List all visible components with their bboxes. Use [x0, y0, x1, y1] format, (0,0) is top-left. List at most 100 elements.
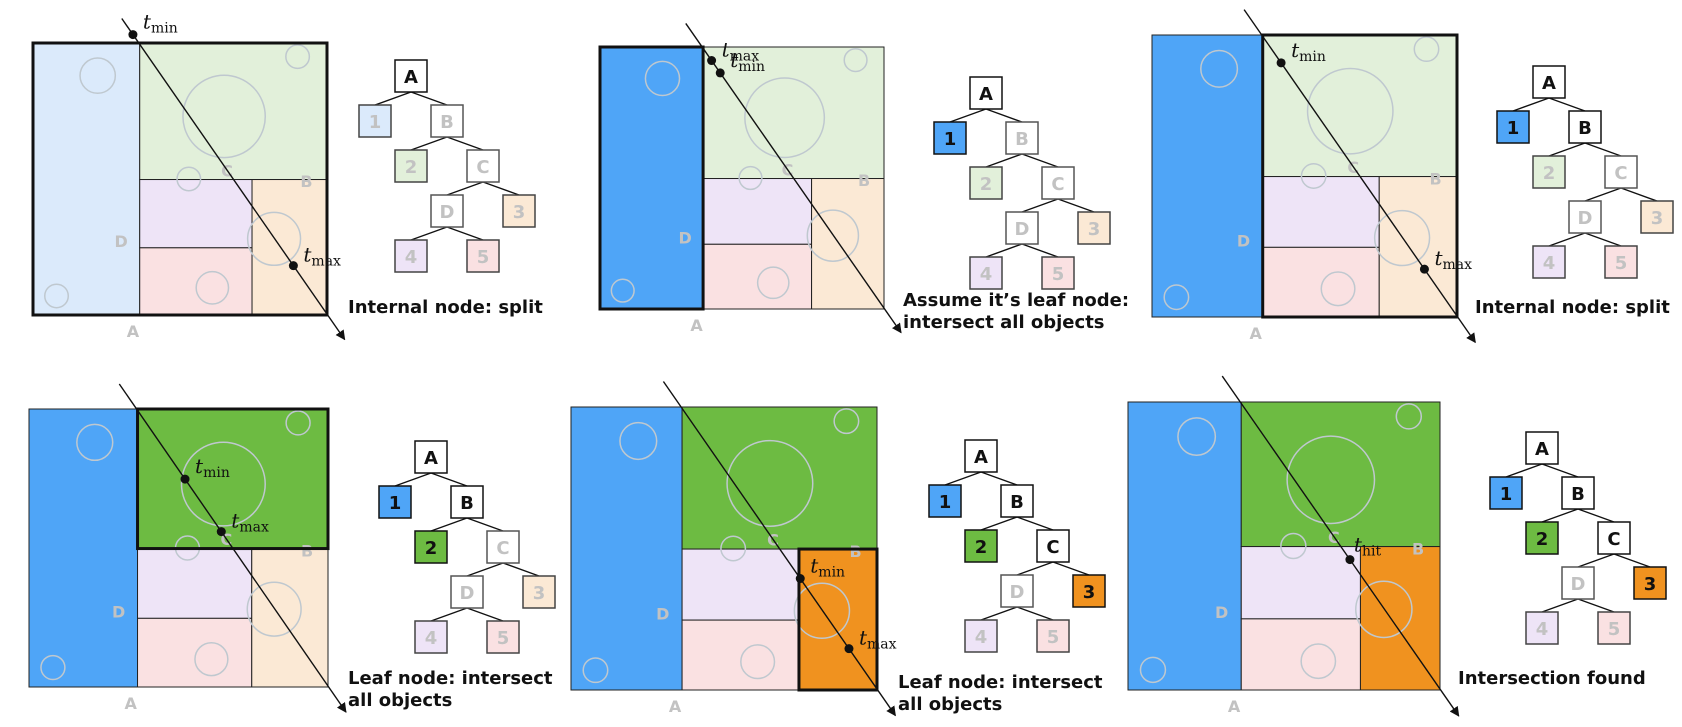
- tree-edge: [980, 606, 1018, 621]
- tree-edge: [944, 471, 982, 486]
- tree-node-label: D: [440, 202, 455, 223]
- tree-edge: [1541, 463, 1579, 478]
- active-node-border: [797, 547, 879, 692]
- tree-edge: [466, 517, 504, 532]
- object-circle: [40, 654, 66, 681]
- tree-node-label: 5: [1615, 253, 1628, 274]
- split-label-a: A: [669, 697, 682, 716]
- object-circle: [1395, 403, 1423, 430]
- region-5: [137, 617, 253, 688]
- panel-caption: Internal node: split: [1475, 297, 1670, 318]
- tree-edge: [1584, 142, 1622, 157]
- tree-edge: [1548, 142, 1586, 157]
- t-min-point: [128, 30, 138, 40]
- t-max-label: tmax: [859, 626, 897, 653]
- tree-node-label: 3: [1644, 574, 1657, 595]
- t-max-point: [844, 644, 854, 654]
- tree-edge: [985, 243, 1023, 258]
- split-label-d: D: [1237, 232, 1250, 251]
- split-label-b: B: [849, 542, 861, 561]
- tree-edge: [394, 472, 432, 487]
- tree-node-label: 5: [497, 628, 510, 649]
- panel-1: DCBAtmintmax12345ABCDInternal node: spli…: [31, 10, 543, 341]
- object-circle: [1355, 580, 1413, 639]
- split-label-d: D: [112, 603, 125, 622]
- tree-node-label: 3: [1651, 208, 1664, 229]
- active-node-border: [598, 45, 705, 311]
- tree-node-label: 2: [1543, 163, 1556, 184]
- t-hit-point: [1345, 555, 1355, 565]
- split-label-d: D: [656, 604, 669, 623]
- object-circle: [180, 441, 266, 527]
- tree-node-label: 4: [980, 264, 993, 285]
- split-label-d: D: [115, 232, 128, 251]
- t-hit-label: thit: [1354, 533, 1382, 560]
- t-min-label: tmin: [1291, 38, 1326, 65]
- object-circle: [843, 47, 868, 73]
- object-circle: [246, 211, 302, 267]
- tree-edge: [1021, 153, 1059, 168]
- tree-node-label: 1: [369, 112, 382, 133]
- tree-node-label: C: [1046, 537, 1059, 558]
- tree-node-b: [1561, 476, 1595, 510]
- region-4: [1240, 546, 1361, 620]
- tree-node-label: 2: [980, 174, 993, 195]
- region-3: [251, 548, 329, 688]
- tree-node-label: B: [1010, 492, 1024, 513]
- tree-edge: [430, 472, 468, 487]
- panel-caption: Assume it’s leaf node:: [903, 290, 1129, 311]
- t-max-point: [707, 56, 717, 66]
- tree-node-label: 1: [939, 492, 952, 513]
- tree-node-c: [1041, 166, 1075, 200]
- tree-edge: [1016, 516, 1054, 531]
- t-max-label: tmax: [231, 509, 269, 536]
- object-circle: [833, 408, 860, 435]
- active-node-border: [31, 41, 329, 317]
- tree-edge: [1016, 606, 1054, 621]
- tree-edge: [502, 562, 540, 577]
- tree-node-label: 1: [944, 129, 957, 150]
- panel-caption: intersect all objects: [903, 312, 1105, 333]
- tree-node-3: [522, 575, 556, 609]
- tree-node-label: A: [1542, 73, 1556, 94]
- region-4: [139, 179, 253, 249]
- tree-node-c: [486, 530, 520, 564]
- tree-edge: [1505, 463, 1543, 478]
- tree-node-c: [1597, 521, 1631, 555]
- tree-node-label: B: [460, 493, 474, 514]
- tree-node-label: 1: [1500, 484, 1513, 505]
- tree-edge: [410, 136, 448, 151]
- t-min-label: tmin: [810, 554, 845, 581]
- split-label-b: B: [1412, 540, 1424, 559]
- tree-node-d: [1005, 211, 1039, 245]
- object-circle: [246, 581, 302, 637]
- object-circle: [1320, 271, 1356, 307]
- object-circle: [744, 77, 826, 159]
- tree-node-a: [1532, 65, 1566, 99]
- tree-node-b: [1005, 121, 1039, 155]
- tree-node-5: [466, 239, 500, 273]
- tree-edge: [374, 91, 412, 106]
- split-label-b: B: [1430, 169, 1442, 188]
- split-label-b: B: [300, 172, 312, 191]
- tree-node-a: [964, 439, 998, 473]
- region-5: [1262, 246, 1380, 318]
- tree-edge: [980, 471, 1018, 486]
- tree-edge: [1541, 598, 1579, 613]
- tree-node-label: B: [440, 112, 454, 133]
- object-circle: [1413, 36, 1440, 63]
- region-3: [798, 548, 878, 691]
- tree-node-3: [1072, 574, 1106, 608]
- tree-node-3: [502, 194, 536, 228]
- t-max-label: tmax: [303, 243, 341, 270]
- tree-edge: [466, 607, 504, 622]
- object-circle: [1286, 435, 1376, 525]
- tree-edge: [1577, 553, 1615, 568]
- tree-node-d: [1568, 200, 1602, 234]
- t-min-label: tmin: [195, 454, 230, 481]
- tree-node-label: D: [1578, 208, 1593, 229]
- tree-edge: [1021, 243, 1059, 258]
